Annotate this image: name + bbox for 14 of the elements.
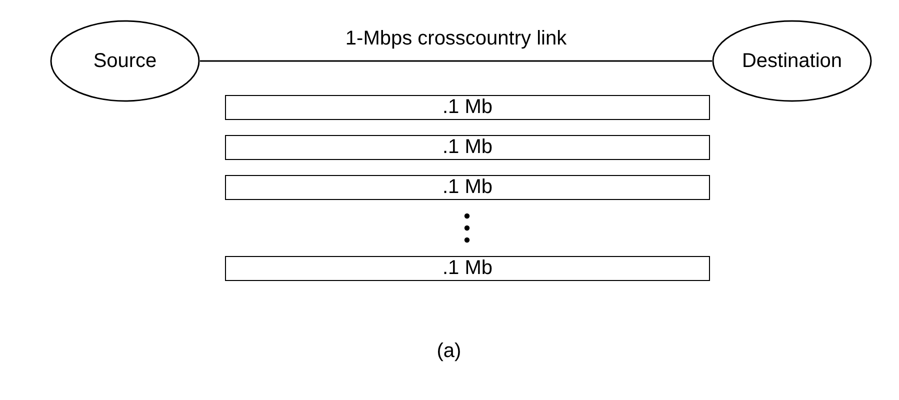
data-block (225, 135, 710, 160)
node-label: Source (93, 50, 157, 72)
ellipse-node (50, 20, 200, 102)
link-line (200, 60, 712, 62)
node-label: Destination (742, 50, 842, 72)
caption: (a) (436, 340, 462, 363)
node-label: .1 Mb (442, 176, 493, 199)
node-label: .1 Mb (442, 96, 493, 119)
node-label: .1 Mb (442, 257, 493, 280)
data-block (225, 256, 710, 281)
data-block (225, 175, 710, 200)
ellipse-node (712, 20, 872, 102)
node-label: .1 Mb (442, 136, 493, 159)
data-block (225, 95, 710, 120)
